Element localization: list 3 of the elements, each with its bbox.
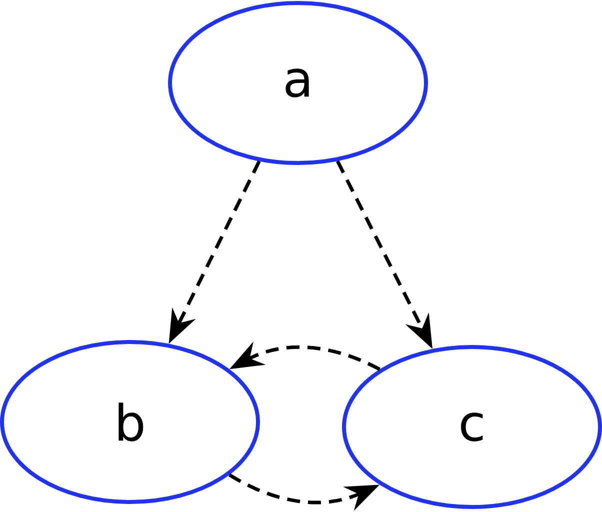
ellipse-node: c [342, 345, 602, 509]
ellipse-node: b [0, 340, 260, 504]
ellipse-node: a [168, 1, 428, 165]
